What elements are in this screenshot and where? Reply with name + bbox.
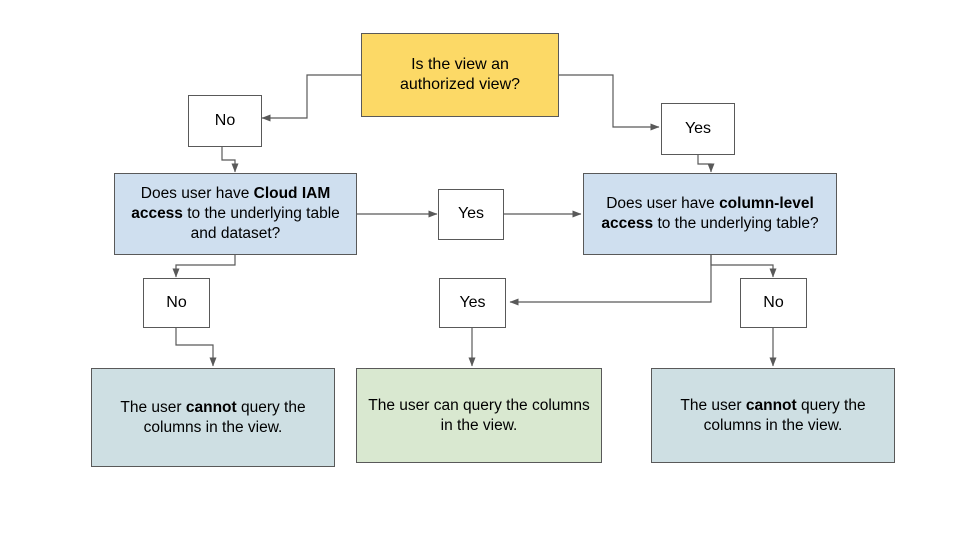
node-start-question[interactable]: Is the view an authorized view? bbox=[361, 33, 559, 117]
branch-yes-middle-label: Yes bbox=[457, 205, 485, 223]
branch-no-right-label: No bbox=[763, 293, 784, 311]
outcome-denied-right-text: The user cannot query the columns in the… bbox=[652, 396, 894, 436]
outcome-denied-left-part1: The user bbox=[120, 398, 186, 416]
edge-no-to-iam bbox=[221, 147, 239, 173]
node-iam-question[interactable]: Does user have Cloud IAM access to the u… bbox=[114, 173, 357, 255]
node-branch-yes-top[interactable]: Yes bbox=[661, 103, 735, 155]
column-question-part2: to the underlying table? bbox=[653, 215, 819, 232]
node-outcome-allowed[interactable]: The user can query the columns in the vi… bbox=[356, 368, 602, 463]
node-column-question[interactable]: Does user have column-level access to th… bbox=[583, 173, 837, 255]
outcome-denied-right-part2: query the columns in the view. bbox=[703, 396, 866, 434]
edge-no-to-denied-left bbox=[175, 328, 217, 367]
iam-question-part1: Does user have bbox=[140, 185, 254, 203]
node-branch-no-left[interactable]: No bbox=[143, 278, 210, 328]
branch-yes-top-label: Yes bbox=[684, 119, 712, 137]
node-branch-no-top[interactable]: No bbox=[188, 95, 262, 147]
iam-question-text: Does user have Cloud IAM access to the u… bbox=[115, 184, 356, 243]
node-branch-yes-middle[interactable]: Yes bbox=[438, 189, 504, 240]
branch-no-left-label: No bbox=[166, 293, 187, 311]
column-question-bold: column-level access bbox=[601, 195, 814, 232]
outcome-allowed-text: The user can query the columns in the vi… bbox=[368, 396, 590, 434]
edge-start-to-yes bbox=[559, 74, 660, 131]
outcome-denied-left-text: The user cannot query the columns in the… bbox=[92, 398, 334, 438]
iam-question-bold: Cloud IAM access bbox=[131, 185, 331, 223]
start-question-text: Is the view an authorized view? bbox=[394, 55, 526, 96]
outcome-denied-right-bold: cannot bbox=[745, 396, 797, 414]
branch-no-top-label: No bbox=[214, 111, 236, 129]
node-outcome-denied-left[interactable]: The user cannot query the columns in the… bbox=[91, 368, 335, 467]
node-branch-yes-bottom[interactable]: Yes bbox=[439, 278, 506, 328]
column-question-text: Does user have column-level access to th… bbox=[584, 194, 836, 234]
outcome-denied-left-part2: query the columns in the view. bbox=[143, 398, 306, 436]
node-outcome-denied-right[interactable]: The user cannot query the columns in the… bbox=[651, 368, 895, 463]
edge-iam-to-no bbox=[172, 255, 236, 278]
edge-yes-to-column bbox=[697, 155, 715, 173]
node-branch-no-right[interactable]: No bbox=[740, 278, 807, 328]
start-question-line2: authorized view? bbox=[399, 76, 521, 93]
outcome-denied-left-bold: cannot bbox=[185, 398, 237, 416]
start-question-line1: Is the view an bbox=[411, 55, 509, 73]
iam-question-part2: to the underlying table and dataset? bbox=[182, 205, 340, 242]
edge-start-to-no bbox=[261, 74, 361, 122]
edge-column-to-yes bbox=[509, 255, 712, 306]
outcome-denied-right-part1: The user bbox=[680, 396, 746, 414]
column-question-part1: Does user have bbox=[606, 195, 720, 213]
edge-column-to-no bbox=[710, 255, 777, 278]
branch-yes-bottom-label: Yes bbox=[459, 293, 486, 311]
